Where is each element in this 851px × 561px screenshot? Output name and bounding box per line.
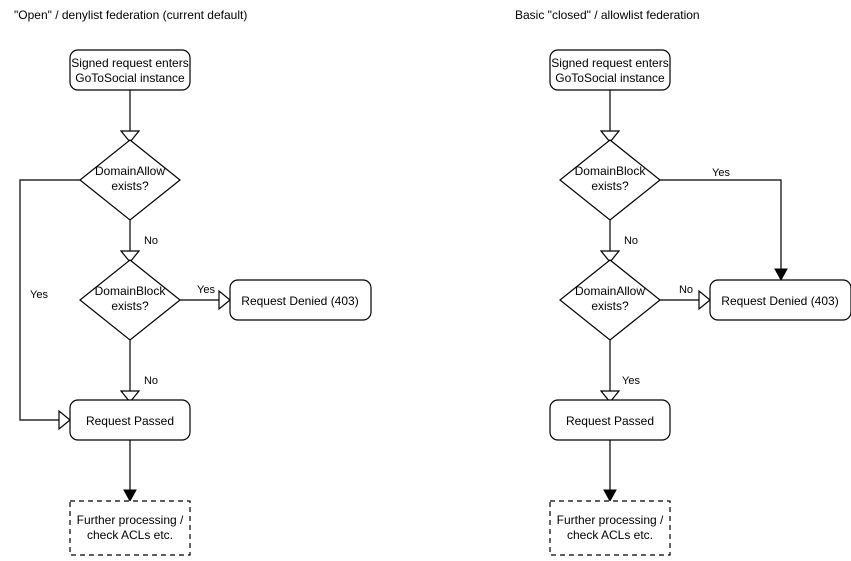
node-further-shape-right [549, 500, 671, 556]
node-decision2-line1-right: DomainAllow [575, 284, 645, 298]
node-decision-domainallow-right[interactable]: DomainAllow exists? [559, 259, 661, 341]
node-passed-label-left: Request Passed [86, 414, 174, 428]
edge-label-domainblock-yes-right: Yes [712, 167, 730, 179]
node-signed-request-entry-right[interactable]: Signed request enters GoToSocial instanc… [549, 49, 671, 91]
edge-label-domainallow-no-right: No [679, 284, 693, 296]
node-further-line1-left: Further processing / [77, 513, 184, 527]
node-passed-label-right: Request Passed [566, 414, 654, 428]
edge-entry-to-domainblock-right [599, 90, 621, 143]
node-request-denied-left[interactable]: Request Denied (403) [229, 279, 372, 321]
node-further-line2-right: check ACLs etc. [567, 528, 653, 542]
node-request-passed-right[interactable]: Request Passed [549, 399, 671, 441]
node-request-passed-left[interactable]: Request Passed [69, 399, 191, 441]
node-denied-shape-left [229, 279, 372, 321]
arrowhead-open-icon [119, 130, 141, 143]
node-denied-label-right: Request Denied (403) [721, 294, 838, 308]
edge-domainblock-yes-right: Yes [660, 167, 788, 282]
arrowhead-open-icon [698, 289, 711, 311]
node-further-processing-left[interactable]: Further processing / check ACLs etc. [69, 500, 191, 556]
node-request-denied-right[interactable]: Request Denied (403) [709, 279, 851, 321]
edge-label-domainallow-yes-left: Yes [30, 289, 48, 301]
diagram-closed-allowlist: Basic "closed" / allowlist federation Si… [515, 8, 851, 556]
arrowhead-open-icon [599, 130, 621, 143]
node-decision1-line2-right: exists? [591, 179, 629, 193]
node-decision2-line1-left: DomainBlock [95, 284, 167, 298]
node-further-line1-right: Further processing / [557, 513, 664, 527]
node-entry-line1-right: Signed request enters [551, 56, 668, 70]
edge-domainallow-no-left: No [119, 220, 158, 263]
edge-domainallow-yes-right: Yes [599, 340, 640, 403]
edge-passed-to-further-right [603, 440, 617, 503]
node-decision-domainblock-right[interactable]: DomainBlock exists? [559, 139, 661, 221]
edge-label-domainblock-no-left: No [144, 375, 158, 387]
arrowhead-open-icon [599, 390, 621, 403]
edge-domainallow-yes-left: Yes [19, 179, 80, 431]
node-further-shape-left [69, 500, 191, 556]
edge-label-domainblock-yes-left: Yes [197, 284, 215, 296]
arrowhead-open-icon [119, 250, 141, 263]
edge-domainallow-no-right: No [660, 284, 711, 311]
node-entry-line2-left: GoToSocial instance [75, 71, 185, 85]
node-decision1-line1-left: DomainAllow [95, 164, 165, 178]
edge-label-domainallow-no-left: No [144, 235, 158, 247]
diagram-open-denylist: "Open" / denylist federation (current de… [14, 8, 372, 556]
edge-entry-to-domainallow-left [119, 90, 141, 143]
node-decision-domainblock-left[interactable]: DomainBlock exists? [79, 259, 181, 341]
edge-passed-to-further-left [123, 440, 137, 503]
edge-label-domainblock-no-right: No [624, 235, 638, 247]
diagram-title-open-denylist: "Open" / denylist federation (current de… [14, 8, 247, 22]
node-denied-shape-right [709, 279, 851, 321]
edge-domainblock-no-right: No [599, 220, 638, 263]
diagram-title-closed-allowlist: Basic "closed" / allowlist federation [515, 8, 700, 22]
node-signed-request-entry-left[interactable]: Signed request enters GoToSocial instanc… [69, 49, 191, 91]
edge-label-domainallow-yes-right: Yes [622, 375, 640, 387]
arrowhead-open-icon [218, 289, 231, 311]
arrowhead-filled-icon [774, 268, 788, 282]
node-entry-line2-right: GoToSocial instance [555, 71, 665, 85]
node-further-processing-right[interactable]: Further processing / check ACLs etc. [549, 500, 671, 556]
node-decision1-line1-right: DomainBlock [575, 164, 647, 178]
node-decision-domainallow-left[interactable]: DomainAllow exists? [79, 139, 181, 221]
edge-domainblock-no-left: No [119, 340, 158, 403]
arrowhead-open-icon [58, 409, 71, 431]
node-decision2-line2-left: exists? [111, 299, 149, 313]
edge-domainblock-yes-left: Yes [180, 284, 231, 311]
node-decision2-line2-right: exists? [591, 299, 629, 313]
arrowhead-open-icon [119, 390, 141, 403]
node-further-line2-left: check ACLs etc. [87, 528, 173, 542]
arrowhead-filled-icon [123, 489, 137, 503]
arrowhead-filled-icon [603, 489, 617, 503]
node-decision1-line2-left: exists? [111, 179, 149, 193]
arrowhead-open-icon [599, 250, 621, 263]
node-denied-label-left: Request Denied (403) [241, 294, 358, 308]
node-entry-line1-left: Signed request enters [71, 56, 188, 70]
